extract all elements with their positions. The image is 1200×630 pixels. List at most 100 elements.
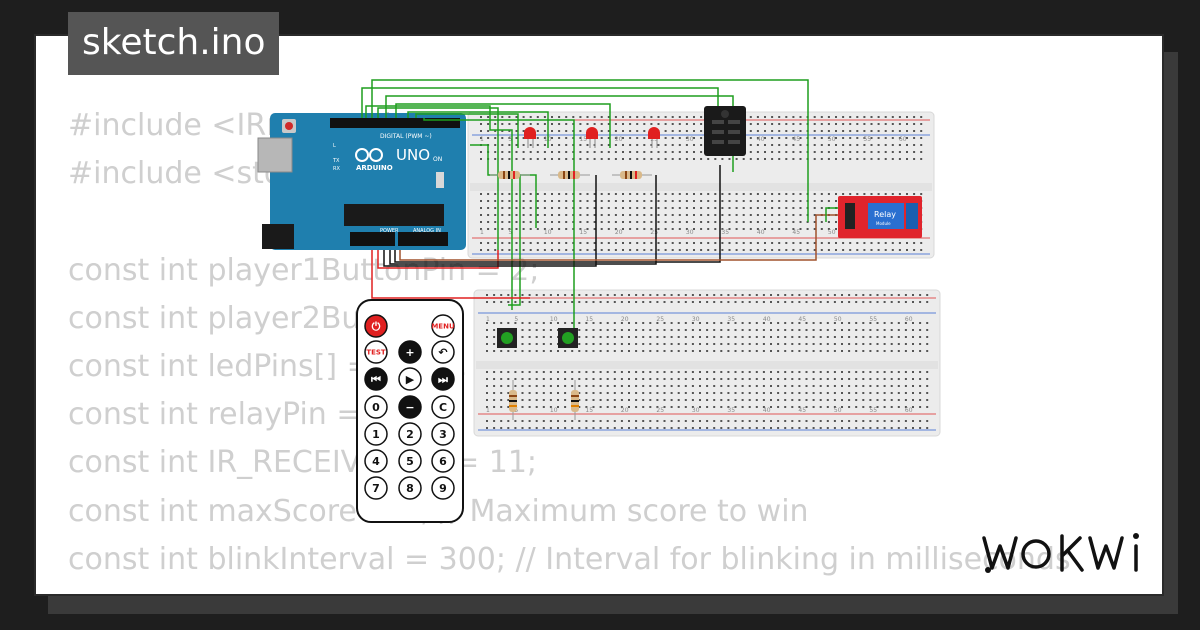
- remote-button-menu[interactable]: MENU: [431, 314, 455, 338]
- relay-module: Relay Module: [838, 196, 922, 238]
- column-label: 15: [585, 407, 593, 414]
- digital-label: DIGITAL (PWM ~): [380, 133, 432, 140]
- code-line: const int blinkInterval = 300; // Interv…: [68, 541, 1071, 577]
- column-label: 25: [650, 229, 658, 236]
- remote-button-label: 9: [439, 482, 447, 495]
- l-label: L: [333, 143, 336, 149]
- column-label: 5: [514, 316, 518, 323]
- remote-button-power[interactable]: ⏻: [364, 314, 388, 338]
- column-label: 30: [692, 316, 700, 323]
- remote-button-8[interactable]: 8: [398, 476, 422, 500]
- column-label: 35: [727, 407, 735, 414]
- resistor-5: [571, 380, 579, 420]
- analog-header: [398, 232, 448, 246]
- remote-button-5[interactable]: 5: [398, 449, 422, 473]
- column-label: 20: [615, 136, 623, 143]
- remote-button-label: MENU: [431, 323, 455, 331]
- plus-icon: +: [405, 346, 414, 359]
- column-label: 35: [727, 316, 735, 323]
- column-label: 30: [686, 136, 694, 143]
- remote-button-1[interactable]: 1: [364, 422, 388, 446]
- column-label: 40: [763, 316, 771, 323]
- analog-label: ANALOG IN: [413, 228, 441, 234]
- column-label: 40: [757, 136, 765, 143]
- remote-button-9[interactable]: 9: [431, 476, 455, 500]
- column-label: 10: [544, 229, 552, 236]
- relay-label: Relay: [874, 210, 896, 219]
- column-label: 10: [550, 407, 558, 414]
- column-label: 25: [656, 316, 664, 323]
- column-label: 55: [869, 407, 877, 414]
- column-label: 20: [621, 316, 629, 323]
- rx-label: RX: [333, 166, 340, 172]
- power-icon: ⏻: [372, 320, 381, 333]
- remote-button-back[interactable]: ↶: [431, 340, 455, 364]
- column-label: 50: [834, 316, 842, 323]
- remote-button-next[interactable]: ⏭: [431, 367, 455, 391]
- column-label: 20: [621, 407, 629, 414]
- remote-button-plus[interactable]: +: [398, 340, 422, 364]
- remote-button-7[interactable]: 7: [364, 476, 388, 500]
- column-label: 45: [798, 316, 806, 323]
- remote-button-4[interactable]: 4: [364, 449, 388, 473]
- led-red-3: [648, 127, 660, 148]
- column-label: 1: [486, 407, 490, 414]
- remote-button-label: TEST: [366, 349, 386, 357]
- remote-button-3[interactable]: 3: [431, 422, 455, 446]
- column-label: 30: [692, 407, 700, 414]
- ir-receiver: [704, 106, 746, 156]
- prev-icon: ⏮: [371, 373, 381, 386]
- resistor-1: [490, 171, 530, 179]
- arduino-label: ARDUINO: [356, 164, 393, 172]
- column-label: 50: [828, 229, 836, 236]
- column-label: 15: [585, 316, 593, 323]
- power-jack: [262, 224, 294, 249]
- push-button-player1: [497, 328, 517, 348]
- remote-button-label: 0: [372, 401, 380, 414]
- remote-button-2[interactable]: 2: [398, 422, 422, 446]
- remote-button-label: 6: [439, 455, 447, 468]
- remote-button-label: 7: [372, 482, 380, 495]
- column-label: 20: [615, 229, 623, 236]
- led-red-2: [586, 127, 598, 148]
- remote-button-label: 1: [372, 428, 380, 441]
- on-label: ON: [433, 156, 442, 163]
- ir-remote: ⏻ MENU TEST + ↶ ⏮ ▶ ⏭ 0 − C 1 2 3 4 5 6 7 8 9: [356, 299, 464, 523]
- column-label: 30: [686, 229, 694, 236]
- column-label: 5: [508, 229, 512, 236]
- remote-button-label: C: [439, 401, 447, 414]
- column-label: 45: [792, 229, 800, 236]
- remote-button-label: 8: [406, 482, 414, 495]
- code-line: const int maxScore = 5; // Maximum score…: [68, 493, 809, 529]
- remote-button-play[interactable]: ▶: [398, 367, 422, 391]
- column-label: 25: [650, 136, 658, 143]
- column-label: 50: [834, 407, 842, 414]
- remote-button-test[interactable]: TEST: [364, 340, 388, 364]
- power-header: [350, 232, 395, 246]
- remote-button-label: 4: [372, 455, 380, 468]
- remote-button-c[interactable]: C: [431, 395, 455, 419]
- remote-button-prev[interactable]: ⏮: [364, 367, 388, 391]
- remote-button-label: 2: [406, 428, 414, 441]
- column-label: 5: [508, 136, 512, 143]
- wokwi-logo: [982, 533, 1139, 573]
- column-label: 35: [721, 229, 729, 236]
- column-label: 55: [863, 136, 871, 143]
- relay-sublabel: Module: [876, 221, 891, 226]
- resistor-3: [612, 171, 652, 179]
- minus-icon: −: [405, 401, 414, 414]
- tx-label: TX: [332, 158, 340, 164]
- column-label: 55: [869, 316, 877, 323]
- remote-button-minus[interactable]: −: [398, 395, 422, 419]
- arduino-uno-board: DIGITAL (PWM ~) UNO ARDUINO ON L TX RX P…: [257, 113, 466, 250]
- push-button-player2: [558, 328, 578, 348]
- column-label: 50: [828, 136, 836, 143]
- remote-button-0[interactable]: 0: [364, 395, 388, 419]
- column-label: 1: [486, 316, 490, 323]
- column-label: 40: [757, 229, 765, 236]
- arduino-logo-icon: [355, 148, 383, 162]
- remote-button-6[interactable]: 6: [431, 449, 455, 473]
- uno-label: UNO: [396, 146, 430, 164]
- resistor-4: [509, 380, 517, 420]
